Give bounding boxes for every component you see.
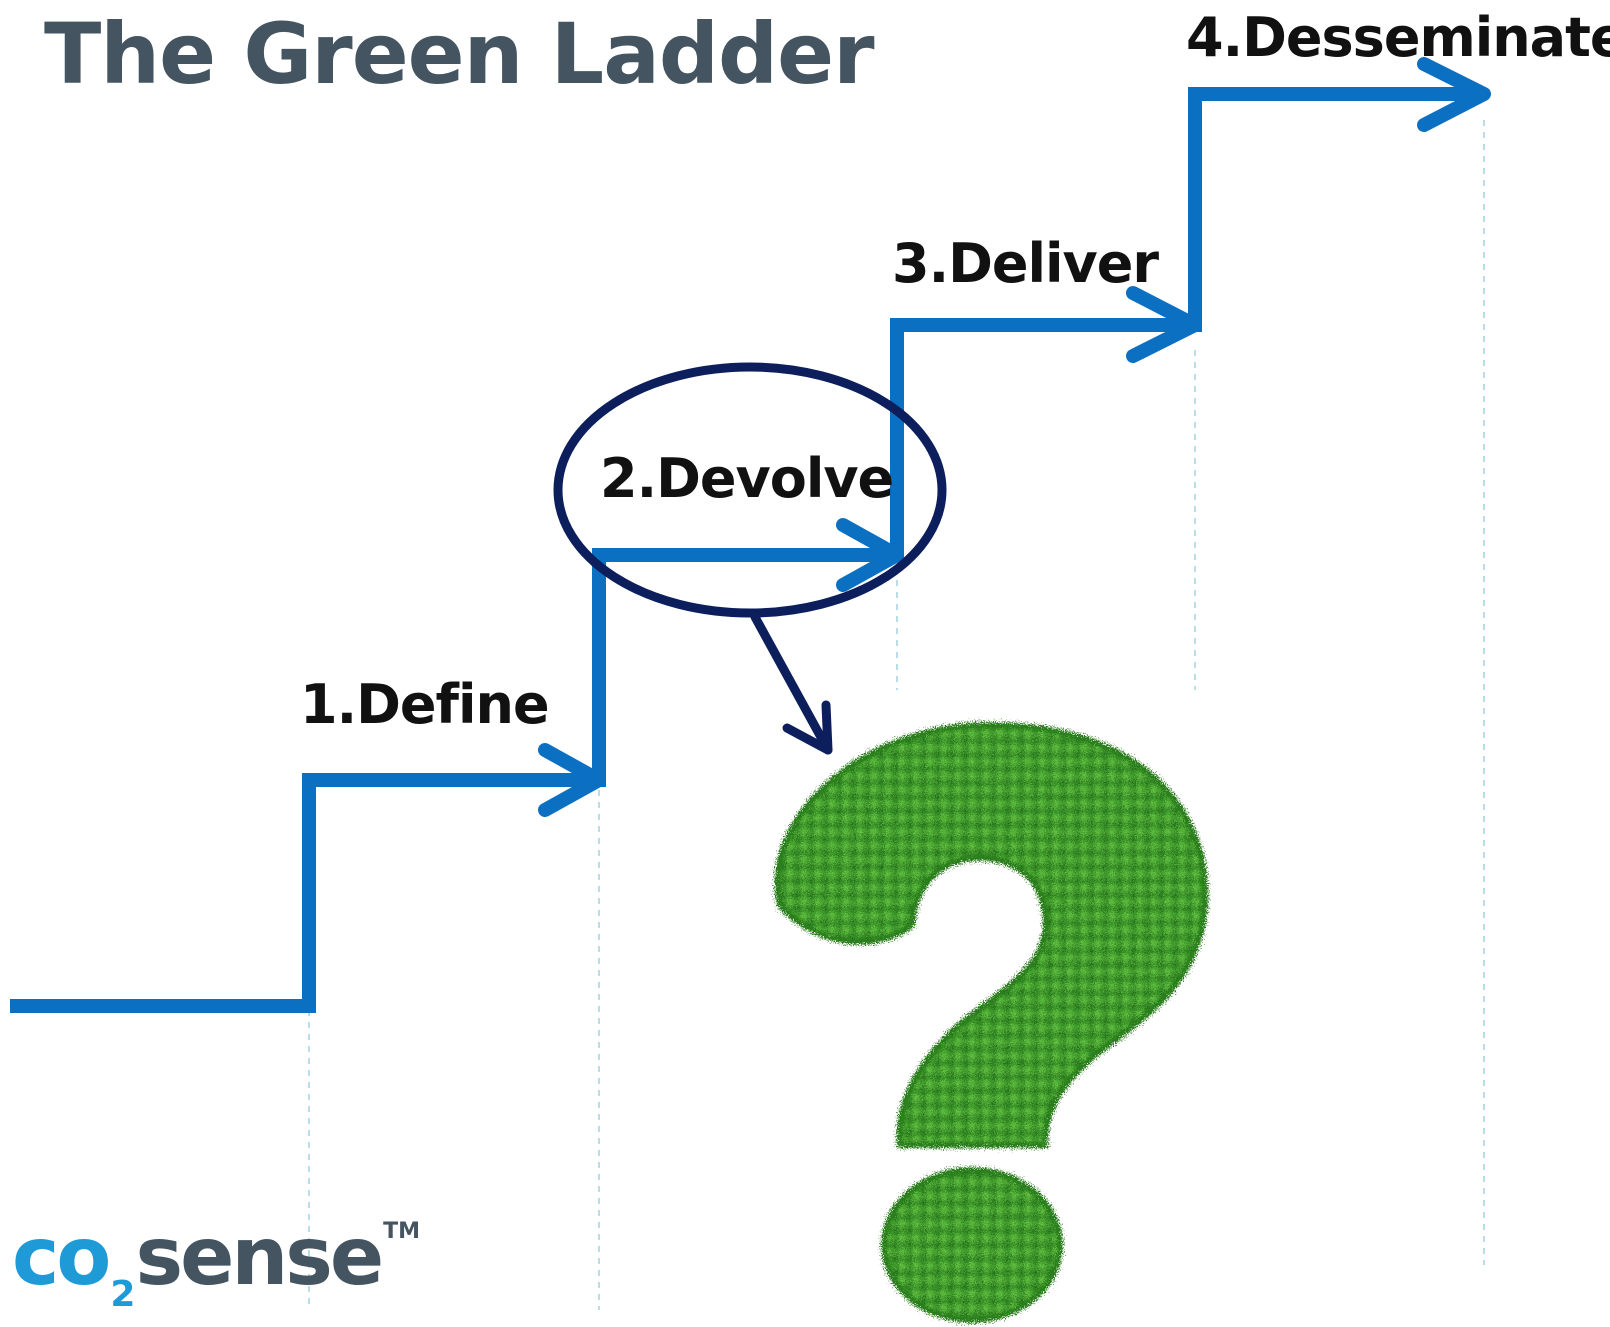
logo-trademark: TM xyxy=(383,1219,421,1244)
step-label-deliver: 3.Deliver xyxy=(892,232,1159,295)
diagram-title: The Green Ladder xyxy=(44,5,875,103)
step-label-define: 1.Define xyxy=(300,673,550,736)
step-arrowheads xyxy=(538,57,1491,817)
step-label-devolve: 2.Devolve xyxy=(600,447,894,510)
grass-question-mark-icon xyxy=(774,721,1209,1323)
guide-lines xyxy=(308,120,1485,1310)
logo-subscript: 2 xyxy=(110,1274,136,1315)
co2sense-logo: co2senseTM xyxy=(12,1210,421,1315)
logo-sense: sense xyxy=(135,1210,384,1303)
step-label-desseminate: 4.Desseminate xyxy=(1186,6,1610,69)
pointer-arrow xyxy=(750,612,833,755)
ladder-staircase-line xyxy=(10,87,1484,1013)
arrowhead-define xyxy=(538,743,606,817)
arrowhead-desseminate xyxy=(1417,57,1491,132)
highlight-ellipse xyxy=(553,362,947,618)
arrowhead-devolve xyxy=(836,518,904,592)
arrowhead-deliver xyxy=(1126,286,1202,363)
logo-co: co xyxy=(12,1210,111,1303)
